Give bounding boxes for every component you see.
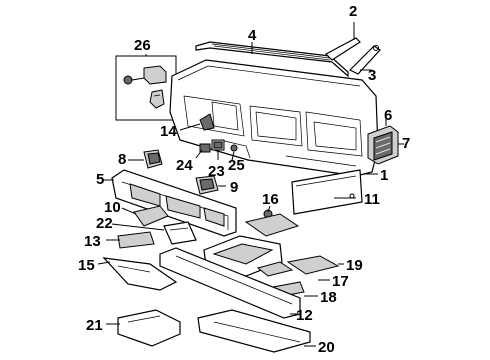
part-9-switch: [195, 175, 219, 195]
callout-25: 25: [228, 157, 245, 174]
part-21-cover: [117, 309, 181, 347]
callout-1: 1: [380, 167, 388, 184]
part-11-glovebox-door: [291, 169, 363, 215]
callout-5: 5: [96, 171, 104, 188]
callout-10: 10: [104, 199, 121, 216]
part-5-cluster-bezel: [111, 169, 237, 237]
callout-12: 12: [296, 307, 313, 324]
part-4-defroster-strip: [195, 41, 349, 78]
part-19-panel: [286, 255, 340, 275]
callout-21: 21: [86, 317, 103, 334]
callout-8: 8: [118, 151, 126, 168]
callout-15: 15: [78, 257, 95, 274]
part-center-bracket: [203, 213, 300, 277]
callout-13: 13: [84, 233, 101, 250]
part-23-switch: [211, 139, 225, 151]
callout-labels: 1 2 3 4 5 6 7 8 9 10 11 12 13 14 15 16 1…: [78, 3, 410, 356]
part-8-switch: [143, 149, 163, 169]
callout-23: 23: [208, 163, 225, 180]
part-25-clip: [230, 144, 238, 152]
callout-6: 6: [384, 107, 392, 124]
callout-14: 14: [160, 123, 177, 140]
callout-16: 16: [262, 191, 279, 208]
callout-7: 7: [402, 135, 410, 152]
part-10-bracket: [133, 205, 169, 227]
part-17-bezel: [256, 261, 294, 277]
part-26-hardware-kit: [115, 55, 177, 121]
callout-2: 2: [349, 3, 357, 20]
part-14-bracket: [199, 113, 215, 131]
callout-22: 22: [96, 215, 113, 232]
leader-lines: [97, 22, 404, 347]
part-22-bracket: [163, 221, 197, 245]
part-6-side-vent: [367, 125, 399, 165]
part-1-instrument-panel: [169, 59, 379, 177]
callout-3: 3: [368, 67, 376, 84]
part-13-trim: [117, 231, 155, 249]
part-20-cover: [197, 309, 311, 353]
callout-9: 9: [230, 179, 238, 196]
callout-19: 19: [346, 257, 363, 274]
part-15-bracket: [102, 257, 178, 291]
callout-18: 18: [320, 289, 337, 306]
callout-20: 20: [318, 339, 335, 356]
callout-4: 4: [248, 27, 257, 44]
part-3-bracket: [348, 45, 381, 75]
part-2-bracket: [325, 24, 361, 61]
callout-24: 24: [176, 157, 193, 174]
callout-26: 26: [134, 37, 151, 54]
callout-17: 17: [332, 273, 349, 290]
part-24-switch: [199, 143, 211, 153]
callout-11: 11: [364, 191, 380, 208]
